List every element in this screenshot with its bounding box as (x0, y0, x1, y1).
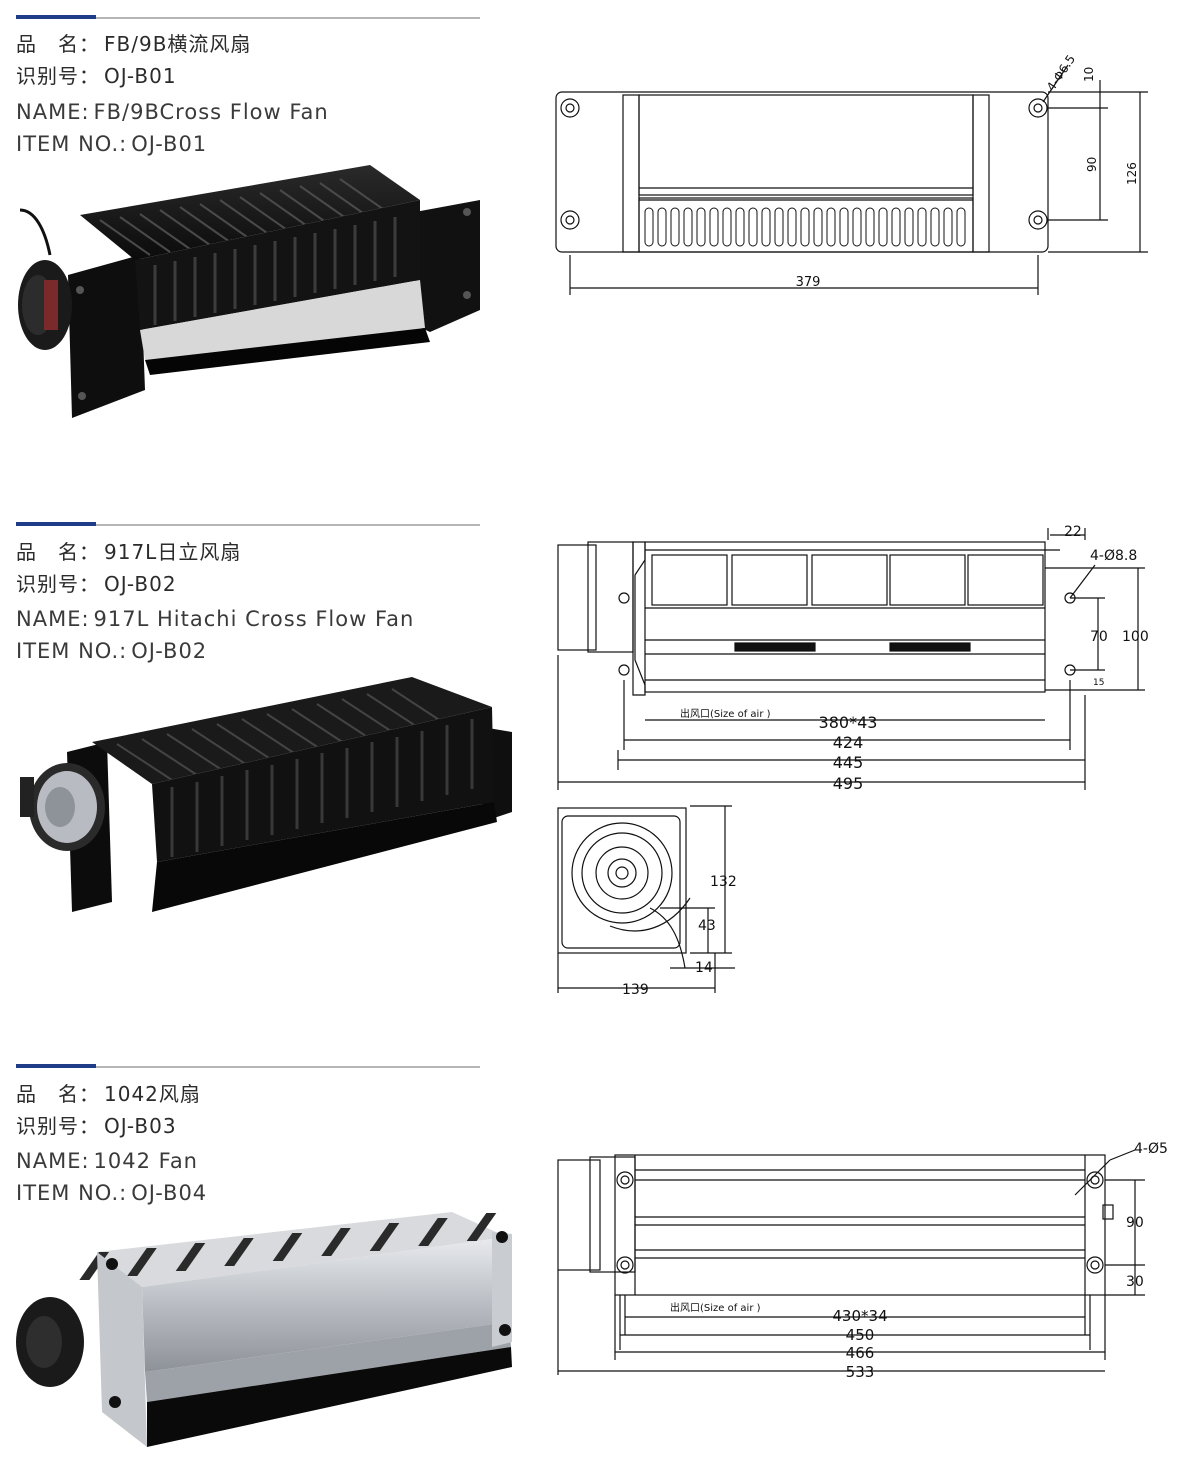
id-cn-value: OJ-B03 (104, 1114, 177, 1138)
product-name-en: NAME:FB/9BCross Flow Fan (16, 100, 329, 124)
side-view-drawing-2: 132 43 14 139 (557, 805, 737, 998)
dim-70: 70 (1090, 629, 1108, 645)
name-en-label: NAME: (16, 1149, 90, 1173)
item-en-value: OJ-B02 (131, 639, 208, 663)
section-accent-bar (16, 1064, 96, 1068)
id-cn-label: 识别号： (16, 64, 100, 88)
dimension-drawing-2: 出风口(Size of air ) 380*43 424 445 495 22 … (557, 524, 1149, 793)
name-en-value: FB/9BCross Flow Fan (93, 100, 329, 124)
side-139: 139 (622, 982, 649, 998)
fan-photo-2 (20, 677, 512, 912)
name-en-label: NAME: (16, 100, 90, 124)
product-name-cn: 品 名：917L日立风扇 (16, 536, 241, 565)
fan-photo-3 (16, 1212, 512, 1447)
dim-90: 90 (1126, 1215, 1144, 1231)
section-accent-bar (16, 15, 96, 19)
item-en-value: OJ-B04 (131, 1181, 208, 1205)
name-cn-value: FB/9B横流风扇 (104, 32, 252, 56)
name-cn-label: 品 名： (16, 1082, 100, 1106)
id-cn-value: OJ-B02 (104, 572, 177, 596)
product-id-cn: 识别号：OJ-B01 (16, 60, 177, 89)
product-name-en: NAME:917L Hitachi Cross Flow Fan (16, 607, 414, 631)
name-cn-label: 品 名： (16, 32, 100, 56)
side-14: 14 (695, 960, 713, 976)
dim-100: 100 (1122, 629, 1149, 645)
dim-outlet: 430*34 (832, 1307, 887, 1325)
name-cn-value: 917L日立风扇 (104, 540, 242, 564)
dimension-drawing-3: 出风口(Size of air ) 430*34 450 466 533 4-Ø… (557, 1141, 1168, 1381)
product-item-en: ITEM NO.:OJ-B01 (16, 132, 207, 156)
dim-top: 10 (1082, 67, 1096, 82)
product-name-cn: 品 名：1042风扇 (16, 1078, 201, 1107)
side-43: 43 (698, 918, 716, 934)
side-132: 132 (710, 874, 737, 890)
name-en-value: 1042 Fan (93, 1149, 198, 1173)
product-section-1: 品 名：FB/9B横流风扇 识别号：OJ-B01 NAME:FB/9BCross… (0, 0, 1200, 440)
dim-466: 466 (846, 1344, 875, 1362)
dim-15: 15 (1093, 678, 1104, 688)
item-en-label: ITEM NO.: (16, 1181, 128, 1205)
dimension-drawing-1: 379 10 90 126 4-Φ6.5 (555, 52, 1148, 295)
dim-30: 30 (1126, 1274, 1144, 1290)
section-divider (16, 1066, 480, 1068)
product-name-cn: 品 名：FB/9B横流风扇 (16, 28, 251, 57)
item-en-label: ITEM NO.: (16, 639, 128, 663)
section-divider (16, 524, 480, 526)
name-cn-value: 1042风扇 (104, 1082, 201, 1106)
id-cn-label: 识别号： (16, 572, 100, 596)
dim-533: 533 (846, 1363, 875, 1381)
dim-424: 424 (833, 733, 864, 752)
name-en-label: NAME: (16, 607, 90, 631)
product-item-en: ITEM NO.:OJ-B04 (16, 1181, 207, 1205)
hole-spec: 4-Ø8.8 (1090, 548, 1137, 564)
product-section-2: 品 名：917L日立风扇 识别号：OJ-B02 NAME:917L Hitach… (16, 522, 1149, 998)
item-en-value: OJ-B01 (131, 132, 208, 156)
outlet-label: 出风口(Size of air ) (680, 707, 771, 720)
fan-photo-1 (18, 165, 480, 418)
section-accent-bar (16, 522, 96, 526)
outlet-label: 出风口(Size of air ) (670, 1301, 761, 1314)
name-en-value: 917L Hitachi Cross Flow Fan (93, 607, 415, 631)
name-cn-label: 品 名： (16, 540, 100, 564)
dim-outlet: 380*43 (819, 713, 878, 732)
dim-width: 379 (796, 275, 821, 290)
product-id-cn: 识别号：OJ-B02 (16, 568, 177, 597)
dim-edge: 22 (1064, 524, 1082, 540)
id-cn-label: 识别号： (16, 1114, 100, 1138)
section-divider (16, 17, 480, 19)
item-en-label: ITEM NO.: (16, 132, 128, 156)
product-id-cn: 识别号：OJ-B03 (16, 1110, 177, 1139)
dim-mid: 90 (1085, 157, 1099, 172)
product-name-en: NAME:1042 Fan (16, 1149, 198, 1173)
dim-450: 450 (846, 1326, 875, 1344)
hole-spec: 4-Ø5 (1134, 1141, 1168, 1157)
product-item-en: ITEM NO.:OJ-B02 (16, 639, 207, 663)
id-cn-value: OJ-B01 (104, 64, 177, 88)
dim-height: 126 (1125, 162, 1139, 185)
dim-495: 495 (833, 774, 864, 793)
dim-445: 445 (833, 753, 864, 772)
